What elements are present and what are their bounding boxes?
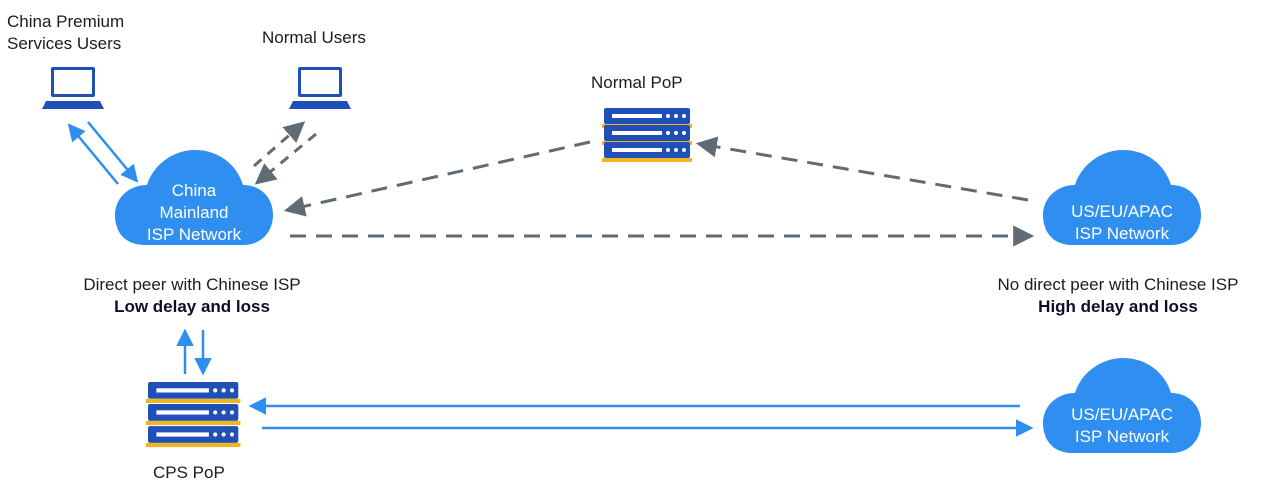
normal-user-uplink-arrow — [253, 121, 306, 168]
cps-pop-label: CPS PoP — [153, 463, 225, 482]
normal-user-downlink-arrow — [254, 132, 317, 185]
premium-downlink-arrow — [67, 123, 119, 185]
overseas-top-cloud-line1: US/EU/APAC — [1071, 202, 1173, 221]
overseas-caption-line2: High delay and loss — [1038, 297, 1198, 316]
china-caption-line2: Low delay and loss — [114, 297, 270, 316]
china-cloud-line1: China — [171, 181, 217, 200]
normal-pop-label: Normal PoP — [591, 73, 683, 92]
normal-pop-to-china-arrow — [283, 140, 591, 217]
premium-uplink-arrow — [87, 121, 139, 183]
normal-user-laptop-icon — [289, 67, 351, 109]
overseas-top-cloud-line2: ISP Network — [1074, 224, 1170, 243]
china-cloud-line3: ISP Network — [146, 225, 242, 244]
overseas-top-cloud-text: US/EU/APAC ISP Network — [1043, 201, 1201, 245]
cps-pop-server-icon — [145, 382, 241, 448]
premium-users-label-line1: China Premium — [7, 12, 125, 31]
china-caption: Direct peer with Chinese ISP Low delay a… — [52, 274, 332, 318]
premium-user-laptop-icon — [42, 67, 104, 109]
overseas-bottom-cloud-line1: US/EU/APAC — [1071, 405, 1173, 424]
overseas-bottom-cloud-line2: ISP Network — [1074, 427, 1170, 446]
overseas-caption-line1: No direct peer with Chinese ISP — [997, 275, 1239, 294]
overseas-to-normal-pop-arrow — [695, 136, 1029, 202]
normal-pop-server-icon — [602, 108, 692, 162]
china-caption-line1: Direct peer with Chinese ISP — [83, 275, 301, 294]
china-cloud-line2: Mainland — [159, 203, 229, 222]
overseas-caption: No direct peer with Chinese ISP High del… — [968, 274, 1268, 318]
premium-users-label-line2: Services Users — [7, 34, 122, 53]
normal-users-label: Normal Users — [262, 28, 366, 47]
premium-users-label: China Premium Services Users — [7, 11, 124, 55]
overseas-bottom-cloud-text: US/EU/APAC ISP Network — [1043, 404, 1201, 448]
china-cloud-text: China Mainland ISP Network — [115, 180, 273, 246]
